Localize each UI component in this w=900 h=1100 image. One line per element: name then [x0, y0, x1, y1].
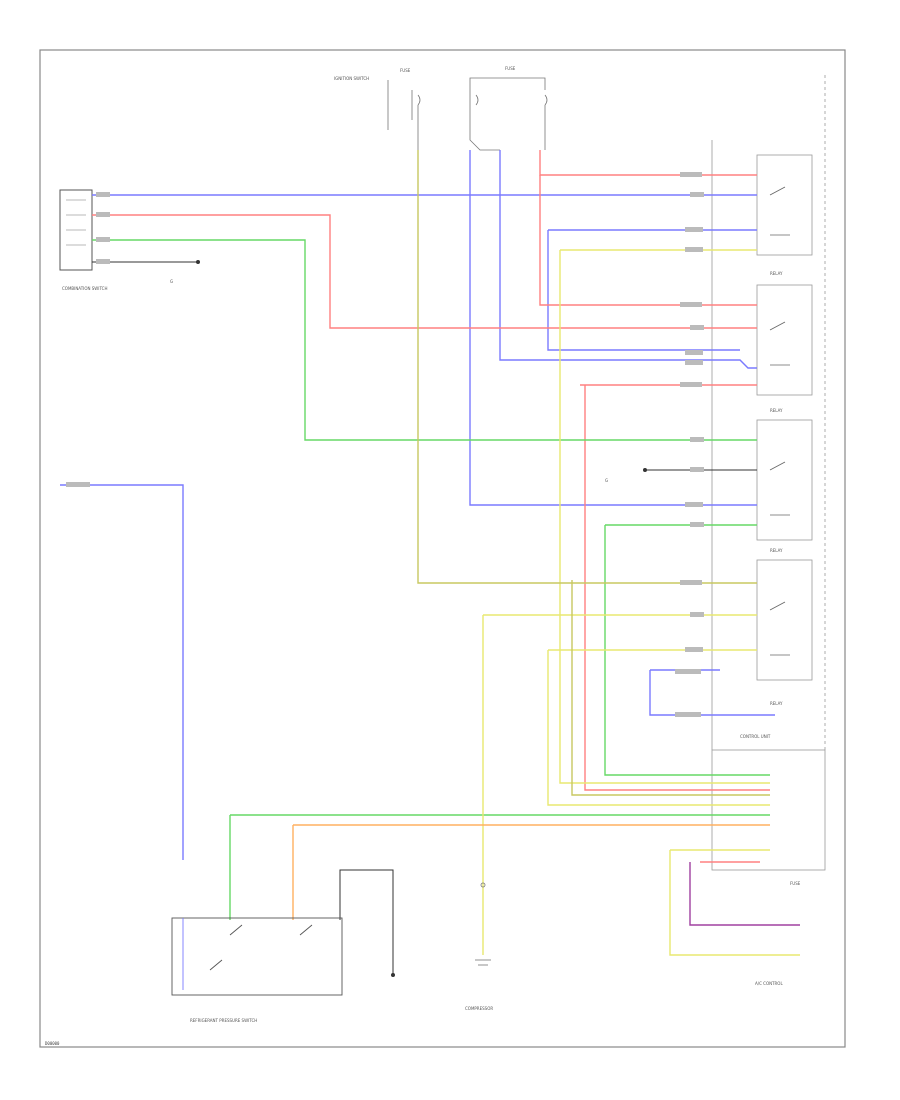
wire-yellow — [482, 249, 800, 956]
label-relay-2: RELAY — [770, 408, 783, 413]
label-relay-4: RELAY — [770, 701, 783, 706]
label-relay-3: RELAY — [770, 548, 783, 553]
figure-code: D00000 — [45, 1041, 60, 1046]
wire-olive — [417, 150, 770, 796]
diagram-frame — [39, 49, 846, 1048]
relay-column — [711, 75, 826, 871]
combination-switch — [59, 189, 93, 271]
wire-purple — [689, 862, 800, 926]
label-compressor: COMPRESSOR — [465, 1006, 493, 1011]
fuse-group-left — [387, 80, 421, 150]
wire-blue — [60, 150, 775, 860]
label-fuse-mid: FUSE — [790, 881, 801, 886]
label-refrigerant-switch: REFRIGERANT PRESSURE SWITCH — [190, 1018, 257, 1023]
fuse-group-right — [469, 77, 548, 151]
label-combination-switch: COMBINATION SWITCH — [62, 286, 107, 291]
label-ground-left: G — [170, 279, 173, 284]
wire-red — [92, 150, 770, 863]
wire-orange — [292, 824, 770, 920]
wire-green — [92, 239, 770, 920]
ground-point-left — [196, 260, 200, 264]
label-relay-1: RELAY — [770, 271, 783, 276]
wire-code-labels — [66, 172, 704, 717]
label-module-right: CONTROL UNIT — [740, 734, 771, 739]
label-fuse-left: FUSE — [400, 68, 411, 73]
wire-black — [92, 261, 757, 975]
ground-point-mid — [643, 468, 647, 472]
relay-contacts — [769, 186, 790, 656]
compressor-clutch — [475, 882, 491, 966]
refrigerant-pressure-switch — [171, 917, 343, 996]
label-ignition-switch: IGNITION SWITCH — [334, 76, 369, 81]
label-fuse-right: FUSE — [505, 66, 516, 71]
ground-point-bottom — [391, 973, 395, 977]
label-ground-mid: G — [605, 478, 608, 483]
label-lower-right-unit: A/C CONTROL — [755, 981, 783, 986]
